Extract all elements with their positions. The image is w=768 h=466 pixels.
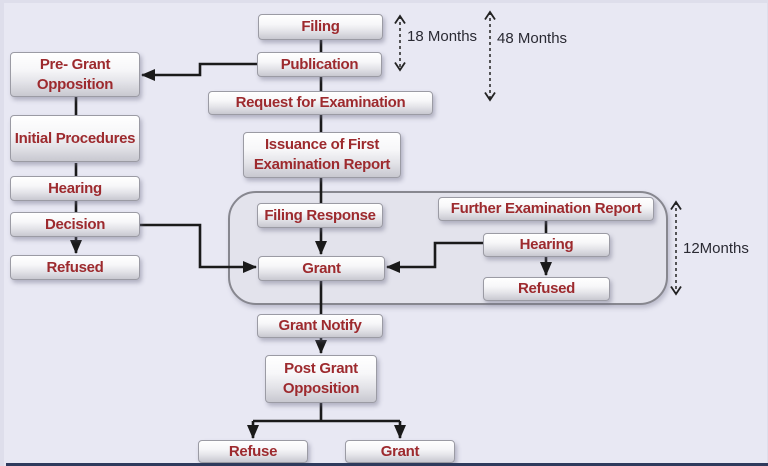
node-grant-bottom: Grant (345, 440, 455, 463)
node-grant-main: Grant (258, 256, 385, 281)
annotation-12-months: 12Months (683, 240, 749, 257)
node-filing-response: Filing Response (257, 203, 383, 228)
annotation-18-months: 18 Months (407, 28, 478, 45)
node-refused-left: Refused (10, 255, 140, 280)
node-decision: Decision (10, 212, 140, 237)
node-publication: Publication (257, 52, 382, 77)
node-pre-grant-opposition: Pre- Grant Opposition (10, 52, 140, 97)
node-further-examination-report: Further Examination Report (438, 197, 654, 221)
node-issuance-first-examination-report: Issuance of First Examination Report (243, 132, 401, 178)
arrow-publication-pre-grant-opposition (141, 62, 257, 81)
node-grant-notify: Grant Notify (257, 314, 383, 338)
node-request-examination: Request for Examination (208, 91, 433, 115)
node-filing: Filing (258, 14, 383, 40)
node-post-grant-opposition: Post Grant Opposition (265, 355, 377, 403)
annotation-48-months: 48 Months (497, 30, 568, 47)
node-refused-right: Refused (483, 277, 610, 301)
node-hearing-left: Hearing (10, 176, 140, 201)
slide-bottom-edge (6, 463, 768, 466)
node-initial-procedures: Initial Procedures (10, 115, 140, 162)
node-hearing-right: Hearing (483, 233, 610, 257)
link-post-grant-split (253, 403, 400, 423)
node-refuse-bottom: Refuse (198, 440, 308, 463)
